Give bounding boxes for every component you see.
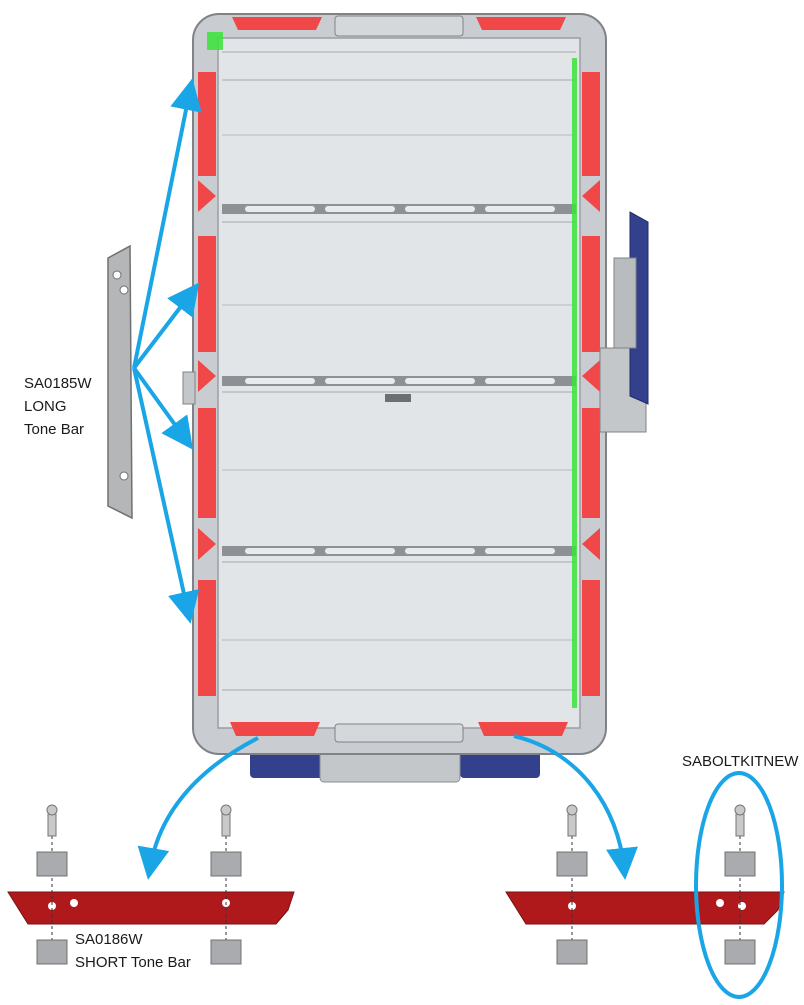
long-bar-type: LONG (24, 398, 67, 415)
bolt-kit-label: SABOLTKITNEW (682, 750, 798, 773)
short-tone-bar-left (7, 804, 295, 965)
long-bar-part-number: SA0185W (24, 375, 92, 392)
side-bracket (182, 211, 649, 433)
short-tone-bar-label: SA0186W SHORT Tone Bar (75, 928, 191, 974)
long-tone-bar-label: SA0185W LONG Tone Bar (24, 372, 92, 441)
short-bar-arrows (137, 734, 638, 880)
case-body (192, 13, 607, 783)
short-tone-bar-right (505, 804, 785, 965)
long-bar-name: Tone Bar (24, 421, 85, 438)
bolt-kit-part-number: SABOLTKITNEW (682, 753, 799, 770)
long-tone-bar (107, 244, 133, 520)
bolt-kit-highlight (694, 771, 784, 999)
tone-bars-installed (198, 17, 600, 736)
long-bar-arrows (132, 78, 202, 624)
highlight-strips (207, 32, 577, 708)
short-bar-name: SHORT Tone Bar (75, 954, 191, 971)
short-bar-part-number: SA0186W (75, 931, 143, 948)
